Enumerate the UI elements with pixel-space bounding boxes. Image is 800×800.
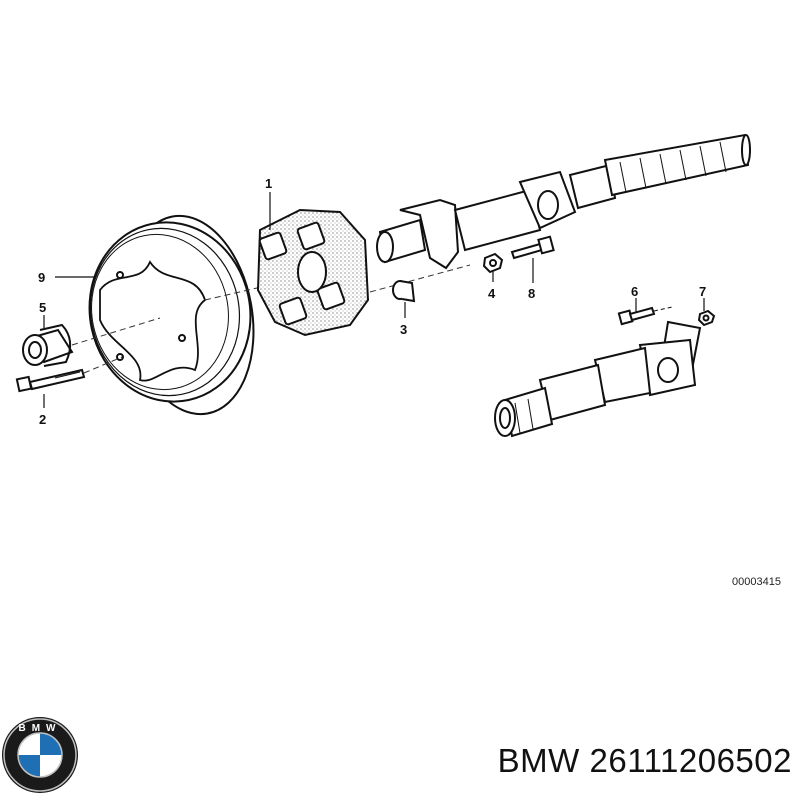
callout-6: 6	[631, 284, 638, 299]
part-driveshaft-front	[376, 133, 751, 270]
part-screw	[510, 235, 555, 260]
callout-8: 8	[528, 286, 535, 301]
bmw-logo: BMW	[2, 717, 78, 793]
part-caption: BMW 26111206502	[408, 742, 792, 780]
callout-7: 7	[699, 284, 706, 299]
callout-2: 2	[39, 412, 46, 427]
part-bolt	[15, 368, 86, 393]
part-flex-coupling	[256, 208, 370, 337]
callout-3: 3	[400, 322, 407, 337]
part-sleeve	[22, 323, 74, 367]
part-flange-drum	[88, 214, 255, 416]
callout-5: 5	[39, 300, 46, 315]
part-bolt-small	[617, 306, 673, 326]
part-driveshaft-rear	[494, 320, 702, 438]
caption-part-number: 26111206502	[589, 742, 792, 779]
part-nut-small	[697, 309, 716, 327]
callout-1: 1	[265, 176, 272, 191]
reference-code: 00003415	[732, 576, 781, 588]
part-bushing	[392, 280, 416, 303]
bmw-logo-letters: BMW	[19, 723, 62, 734]
callout-4: 4	[488, 286, 496, 301]
part-nut	[482, 252, 504, 274]
callout-9: 9	[38, 270, 45, 285]
leader-lines	[43, 192, 705, 408]
caption-brand: BMW	[497, 742, 580, 779]
